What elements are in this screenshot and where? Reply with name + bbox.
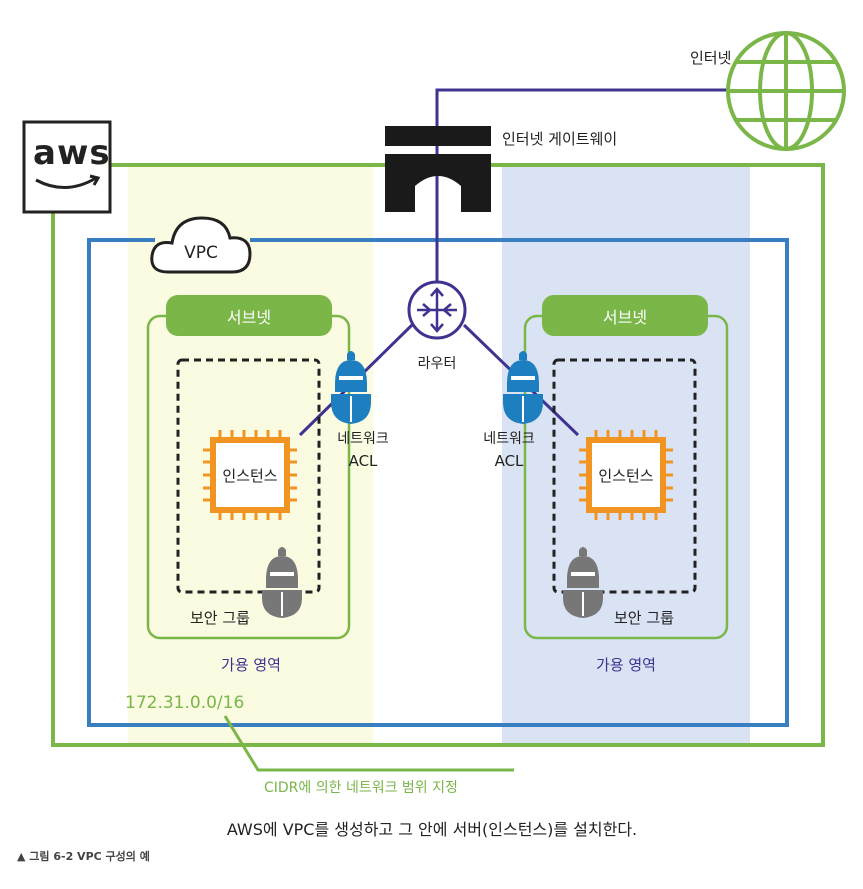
security-group-right-label: 보안 그룹 (614, 609, 674, 627)
acl-right-line2: ACL (494, 452, 524, 470)
internet-line (435, 88, 727, 285)
aws-logo-text: aws (33, 133, 111, 173)
router-label: 라우터 (417, 356, 457, 372)
az-left-label: 가용 영역 (221, 656, 281, 674)
subnet-left-header: 서브넷 (166, 295, 332, 336)
vpc-cloud-icon (150, 216, 252, 274)
instance-right-label: 인스턴스 (598, 467, 654, 485)
aws-boundary (51, 163, 825, 747)
acl-left-line1: 네트워크 (337, 431, 389, 447)
aws-smile (35, 176, 97, 190)
internet-label: 인터넷 (690, 49, 732, 67)
security-group-left-icon (262, 547, 302, 618)
figure-caption: ▲ 그림 6-2 VPC 구성의 예 (17, 850, 150, 863)
az-right-label: 가용 영역 (596, 656, 656, 674)
security-group-right-box (552, 358, 697, 594)
internet-gateway-icon (385, 126, 491, 212)
security-group-right-icon (563, 547, 603, 618)
instance-left-label: 인스턴스 (222, 467, 278, 485)
network-acl-right-icon (503, 351, 543, 424)
security-group-left-label: 보안 그룹 (190, 609, 250, 627)
cidr-range-label: 172.31.0.0/16 (125, 693, 245, 713)
globe-icon (726, 31, 846, 151)
vpc-boundary (87, 238, 789, 727)
cidr-callout-line (223, 715, 514, 772)
acl-left-line2: ACL (348, 452, 378, 470)
aws-logo-box (22, 120, 112, 214)
cidr-caption: CIDR에 의한 네트워크 범위 지정 (264, 780, 458, 796)
main-caption: AWS에 VPC를 생성하고 그 안에 서버(인스턴스)를 설치한다. (226, 820, 638, 839)
internet-gateway-label: 인터넷 게이트웨이 (502, 130, 618, 148)
instance-chip-left-icon (203, 430, 297, 520)
network-acl-left-icon (331, 351, 371, 424)
vpc-label: VPC (184, 243, 218, 263)
subnet-right-header: 서브넷 (542, 295, 708, 336)
instance-chip-right-icon (579, 430, 673, 520)
security-group-left-box (176, 358, 321, 594)
router-icon (407, 280, 467, 340)
acl-right-line1: 네트워크 (483, 431, 535, 447)
